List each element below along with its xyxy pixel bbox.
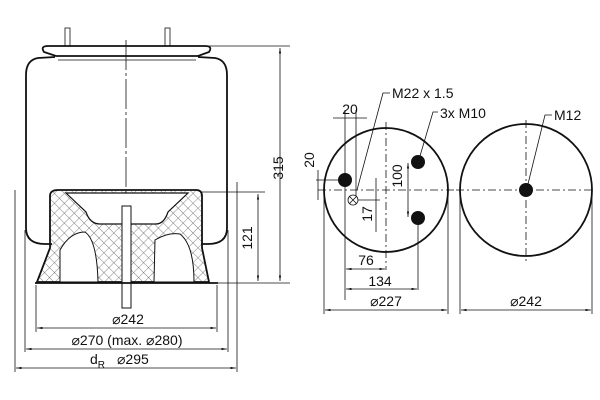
top-plate [41,45,212,57]
dim-134: 134 [368,273,392,289]
label-thread-m12: M12 [554,107,581,123]
dim-height-piston: 121 [239,226,255,250]
dim-dia-bottom: ⌀242 [510,293,542,309]
dim-height-total: 315 [270,156,286,180]
label-thread-bolts: 3x M10 [440,105,486,121]
side-dimensions: 315 121 ⌀242 ⌀270 (max. ⌀280) dR ⌀295 [14,45,290,372]
dim-air-offset: 17 [359,206,375,222]
piston-bolt [121,205,132,309]
dim-dia-bellow: ⌀270 (max. ⌀280) [71,332,182,348]
stud-left [64,27,71,47]
air-inlet-icon [347,194,359,206]
dim-offset-y: 20 [301,152,317,168]
bolt-hole-m10 [411,155,425,169]
stud-right [164,27,171,47]
side-view [25,27,228,309]
dim-dia-roll: ⌀295 [117,351,149,367]
dim-dia-piston: ⌀242 [112,311,144,327]
label-thread-air: M22 x 1.5 [392,85,454,101]
bolt-hole-m10 [411,211,425,225]
dim-offset-x: 20 [342,101,358,117]
bottom-view: M12 ⌀242 [456,107,594,314]
bellow-right [197,56,228,245]
dim-dia-top: ⌀227 [370,293,402,309]
dim-76: 76 [358,252,374,268]
dim-bolt-spacing: 100 [389,164,405,188]
bellow-left [25,56,56,245]
hole-m12 [519,183,533,197]
dim-dia-roll-label: dR [90,351,105,371]
top-plate-view: M22 x 1.5 3x M10 20 20 100 17 76 134 ⌀22… [301,85,486,314]
